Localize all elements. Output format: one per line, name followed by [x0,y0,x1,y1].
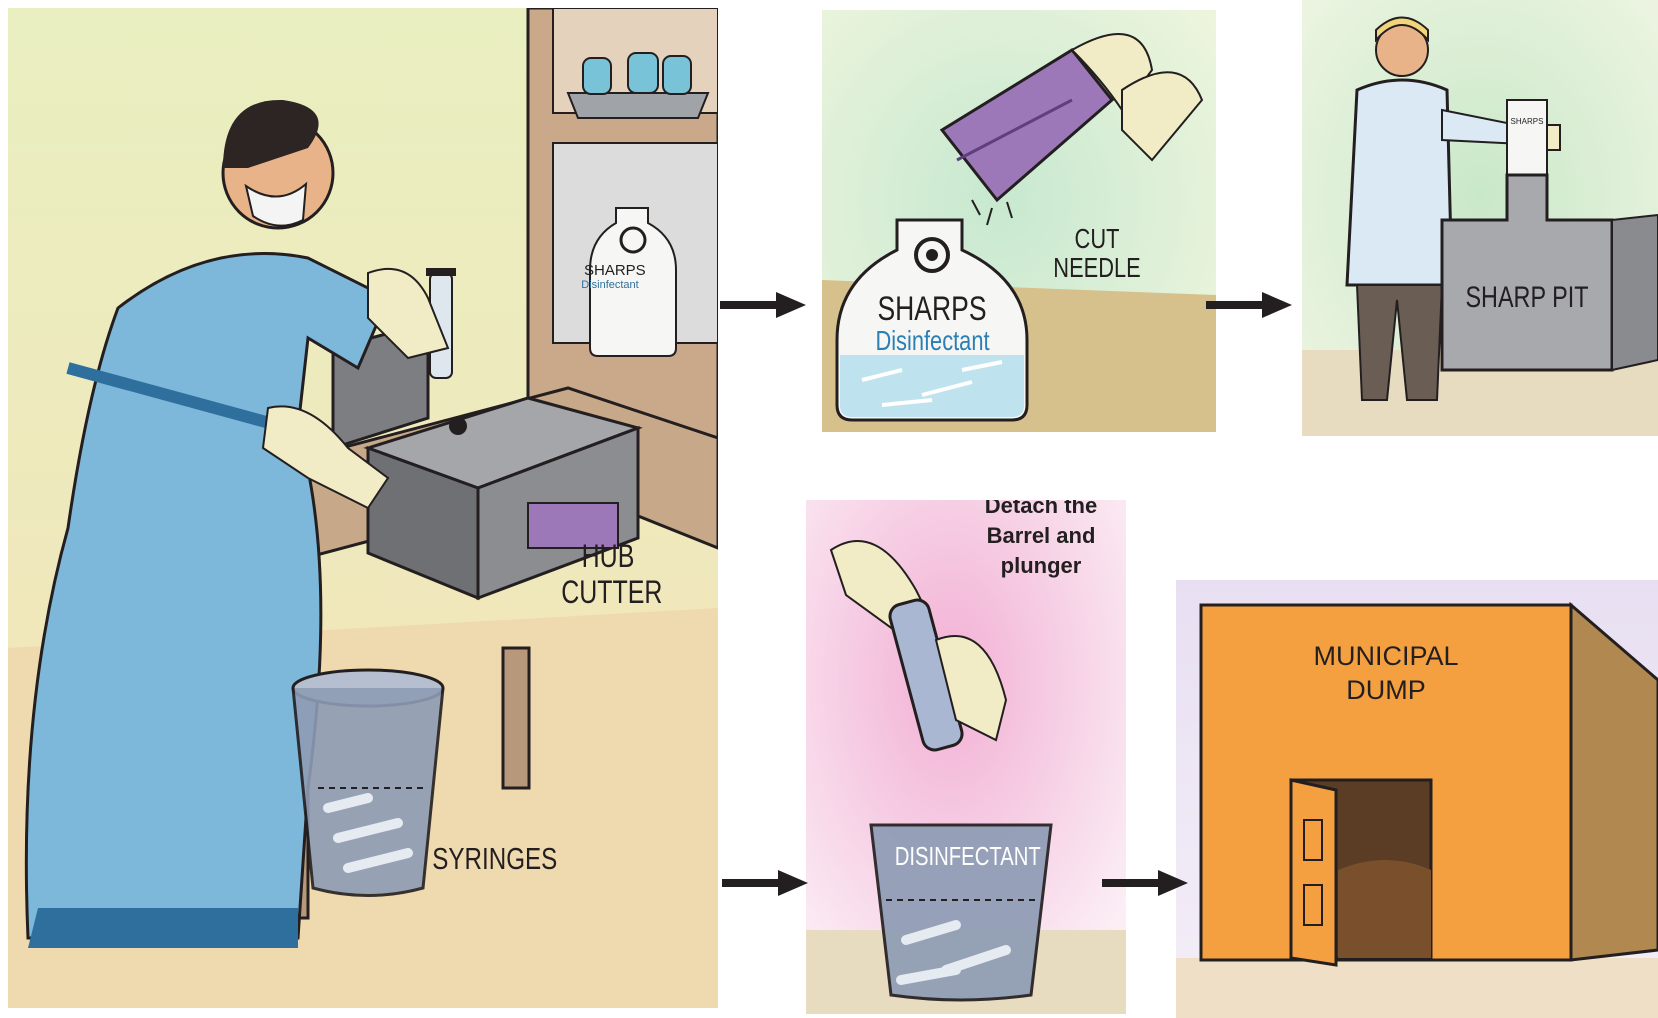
sharps-bottle-label: SHARPS [874,292,991,328]
detach-panel: Detach the Barrel and plunger DISINFECTA… [806,500,1126,1014]
arrow-detach-to-dump [1100,868,1190,898]
hub-cutter-label-1: HUB [573,540,643,574]
cut-needle-panel: CUT NEEDLE SHARPS Disinfectant [822,10,1216,432]
municipal-dump-panel: MUNICIPAL DUMP [1176,580,1658,1018]
dump-label-1: MUNICIPAL [1201,642,1571,670]
arrow-hub-to-detach [720,868,810,898]
disinfectant-bin-label: DISINFECTANT [895,843,1028,870]
dump-door [1291,780,1336,965]
detach-label-1: Detach the [956,500,1126,517]
arrow-cut-to-pit [1204,290,1294,320]
hub-cutter-label-2: CUTTER [561,576,655,610]
sharp-pit-panel: SHARPS SHARP PIT [1302,0,1658,436]
syringes-label: SYRINGES [432,843,533,876]
cut-needle-label: CUT NEEDLE [1031,224,1164,283]
disinfectant-bottle-label: Disinfectant [868,326,997,355]
sharp-pit-illustration [1302,0,1658,436]
hub-cutter-illustration [8,8,718,1008]
detach-label-3: plunger [956,554,1126,577]
dump-label-2: DUMP [1201,676,1571,704]
detach-label-2: Barrel and [956,524,1126,547]
shelf-bottle-label-2: Disinfectant [580,280,640,292]
sharp-pit-label: SHARP PIT [1461,282,1594,314]
sharp-pit-bottle-label: SHARPS [1507,118,1547,126]
hub-cutter-panel: SHARPS Disinfectant HUB CUTTER SYRINGES [8,8,718,1008]
arrow-hub-to-cut [718,290,808,320]
shelf-bottle-label-1: SHARPS [584,263,634,279]
cut-needle-illustration [822,10,1216,432]
syringe-bin [293,670,443,896]
